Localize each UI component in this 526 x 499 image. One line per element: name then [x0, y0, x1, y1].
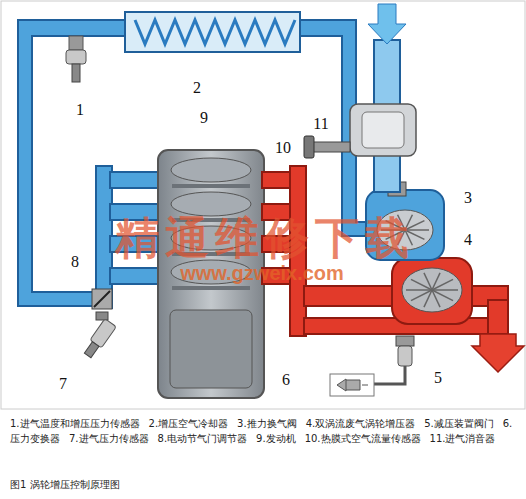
parts-list-item: 2.增压空气冷却器: [149, 418, 229, 429]
callout-number: 6: [282, 371, 290, 389]
callout-number: 2: [193, 79, 201, 97]
parts-list-item: 3.推力换气阀: [237, 418, 297, 429]
parts-list-item: 10.热膜式空气流量传感器: [305, 433, 421, 444]
callout-number: 8: [71, 253, 79, 271]
callout-number: 11: [313, 115, 328, 133]
intake-arrow: [368, 4, 406, 44]
callout-number: 7: [59, 375, 67, 393]
exhaust-arrow: [472, 334, 524, 372]
callout-number: 10: [275, 139, 291, 157]
parts-list-item: 1.进气温度和增压压力传感器: [10, 418, 140, 429]
callout-number: 3: [464, 189, 472, 207]
watermark-url: www.gzweix.com: [180, 262, 344, 285]
figure-caption: 图1 涡轮增压控制原理图: [10, 478, 120, 492]
intercooler: [125, 12, 300, 52]
intake-silencer: [304, 104, 416, 158]
callout-number: 4: [464, 231, 472, 249]
boost-sensor: [66, 36, 86, 82]
callout-number: 5: [434, 369, 442, 387]
throttle-and-map-sensor: [82, 289, 116, 359]
parts-list-item: 9.发动机: [256, 433, 296, 444]
picture-frame: [1, 1, 525, 409]
parts-list-item: 7.进气压力传感器: [69, 433, 149, 444]
turbine-housing: [392, 258, 472, 324]
parts-list: 1.进气温度和增压压力传感器 2.增压空气冷却器 3.推力换气阀 4.双涡流废气涡轮增…: [10, 416, 518, 446]
callout-number: 1: [76, 101, 84, 119]
watermark-text: 精通维修下载: [115, 209, 415, 268]
parts-list-item: 8.电动节气门调节器: [158, 433, 248, 444]
parts-list-item: 4.双涡流废气涡轮增压器: [306, 418, 416, 429]
charge-air-pipe: [18, 20, 370, 306]
wastegate-and-converter: [330, 336, 414, 396]
callout-number: 9: [200, 109, 208, 127]
parts-list-item: 5.减压装置阀门: [424, 418, 494, 429]
parts-list-item: 11.进气消音器: [430, 433, 496, 444]
